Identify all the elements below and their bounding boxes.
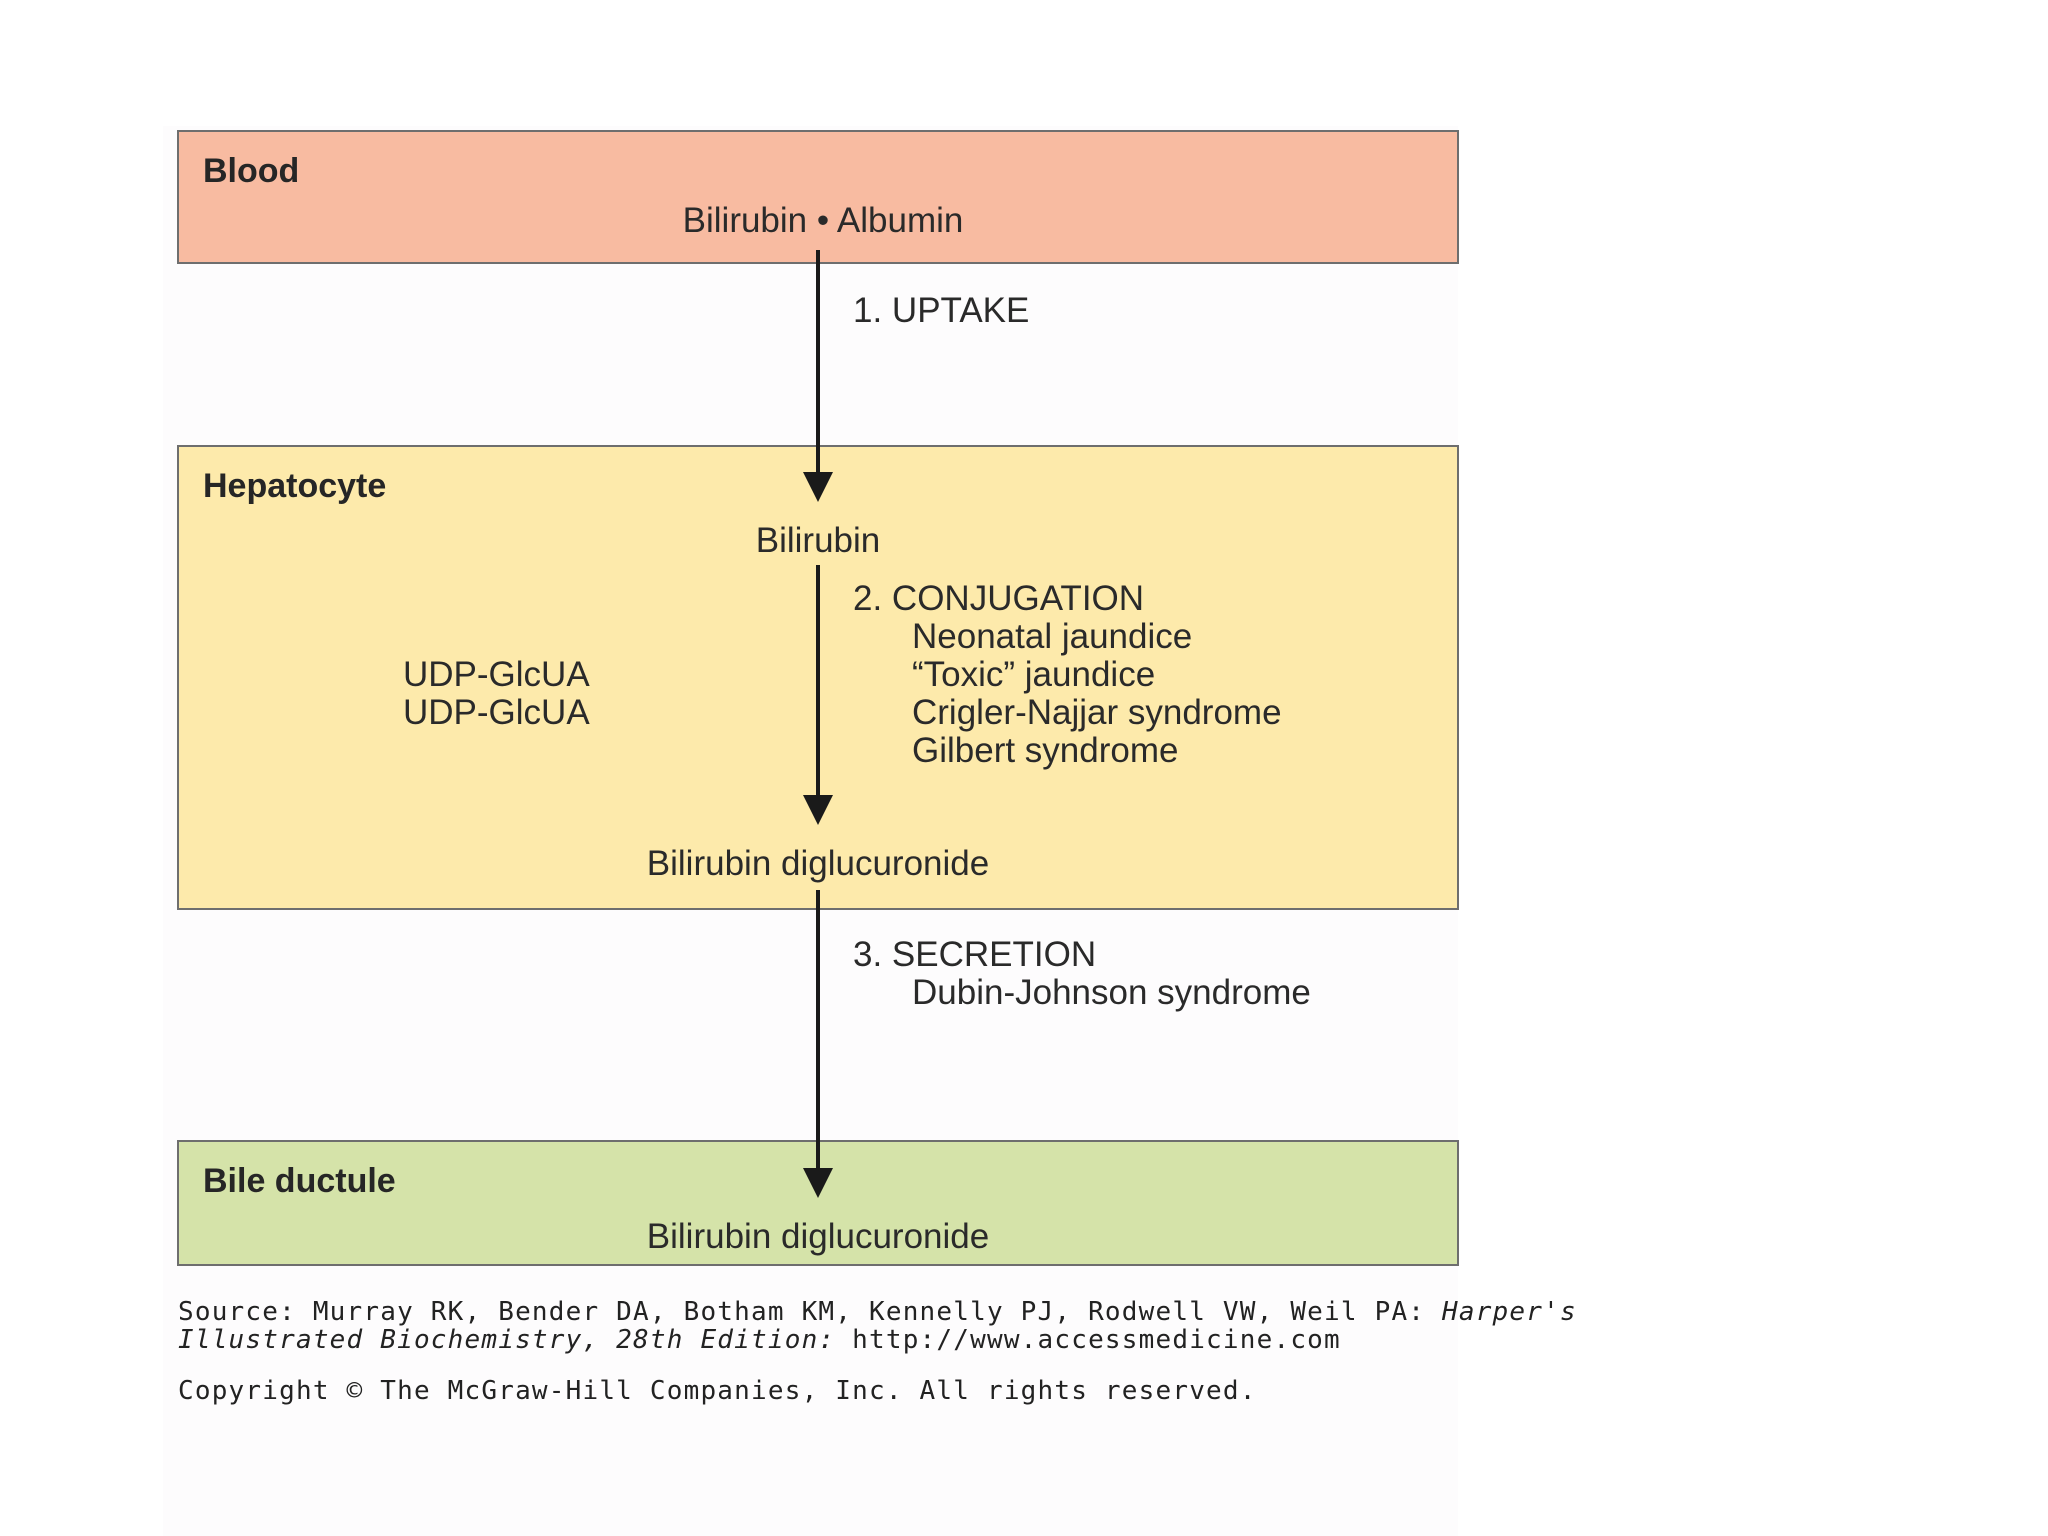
bile-ductule-content: Bilirubin diglucuronide: [646, 1217, 990, 1256]
cofactor-1: UDP-GlcUA: [403, 655, 590, 694]
conjugation-condition: Crigler-Najjar syndrome: [912, 693, 1282, 732]
copyright-notice: Copyright © The McGraw-Hill Companies, I…: [178, 1376, 1257, 1406]
source-prefix: Source: Murray RK, Bender DA, Botham KM,…: [178, 1297, 1442, 1327]
source-book-title-2: Illustrated Biochemistry, 28th Edition:: [178, 1325, 836, 1355]
hepatocyte-bilirubin: Bilirubin: [755, 521, 881, 560]
hepatocyte-product: Bilirubin diglucuronide: [646, 844, 990, 883]
source-url: http://www.accessmedicine.com: [835, 1325, 1341, 1355]
source-book-title-1: Harper's: [1442, 1297, 1577, 1327]
bile-ductule-title: Bile ductule: [203, 1162, 396, 1200]
blood-title: Blood: [203, 152, 300, 190]
hepatocyte-title: Hepatocyte: [203, 467, 387, 505]
step-secretion-label: 3. SECRETION: [853, 935, 1097, 974]
hepatocyte-compartment: Hepatocyte: [177, 445, 1459, 910]
secretion-condition: Dubin-Johnson syndrome: [912, 973, 1311, 1012]
conjugation-condition: Gilbert syndrome: [912, 731, 1179, 770]
source-line-2: Illustrated Biochemistry, 28th Edition: …: [178, 1326, 1577, 1354]
cofactor-2: UDP-GlcUA: [403, 693, 590, 732]
conjugation-condition: Neonatal jaundice: [912, 617, 1193, 656]
blood-compartment: Blood: [177, 130, 1459, 264]
step-conjugation-label: 2. CONJUGATION: [853, 579, 1145, 618]
source-line-1: Source: Murray RK, Bender DA, Botham KM,…: [178, 1298, 1577, 1326]
step-uptake-label: 1. UPTAKE: [853, 291, 1030, 330]
blood-content: Bilirubin • Albumin: [682, 201, 964, 240]
conjugation-condition: “Toxic” jaundice: [912, 655, 1156, 694]
source-citation: Source: Murray RK, Bender DA, Botham KM,…: [178, 1298, 1577, 1354]
